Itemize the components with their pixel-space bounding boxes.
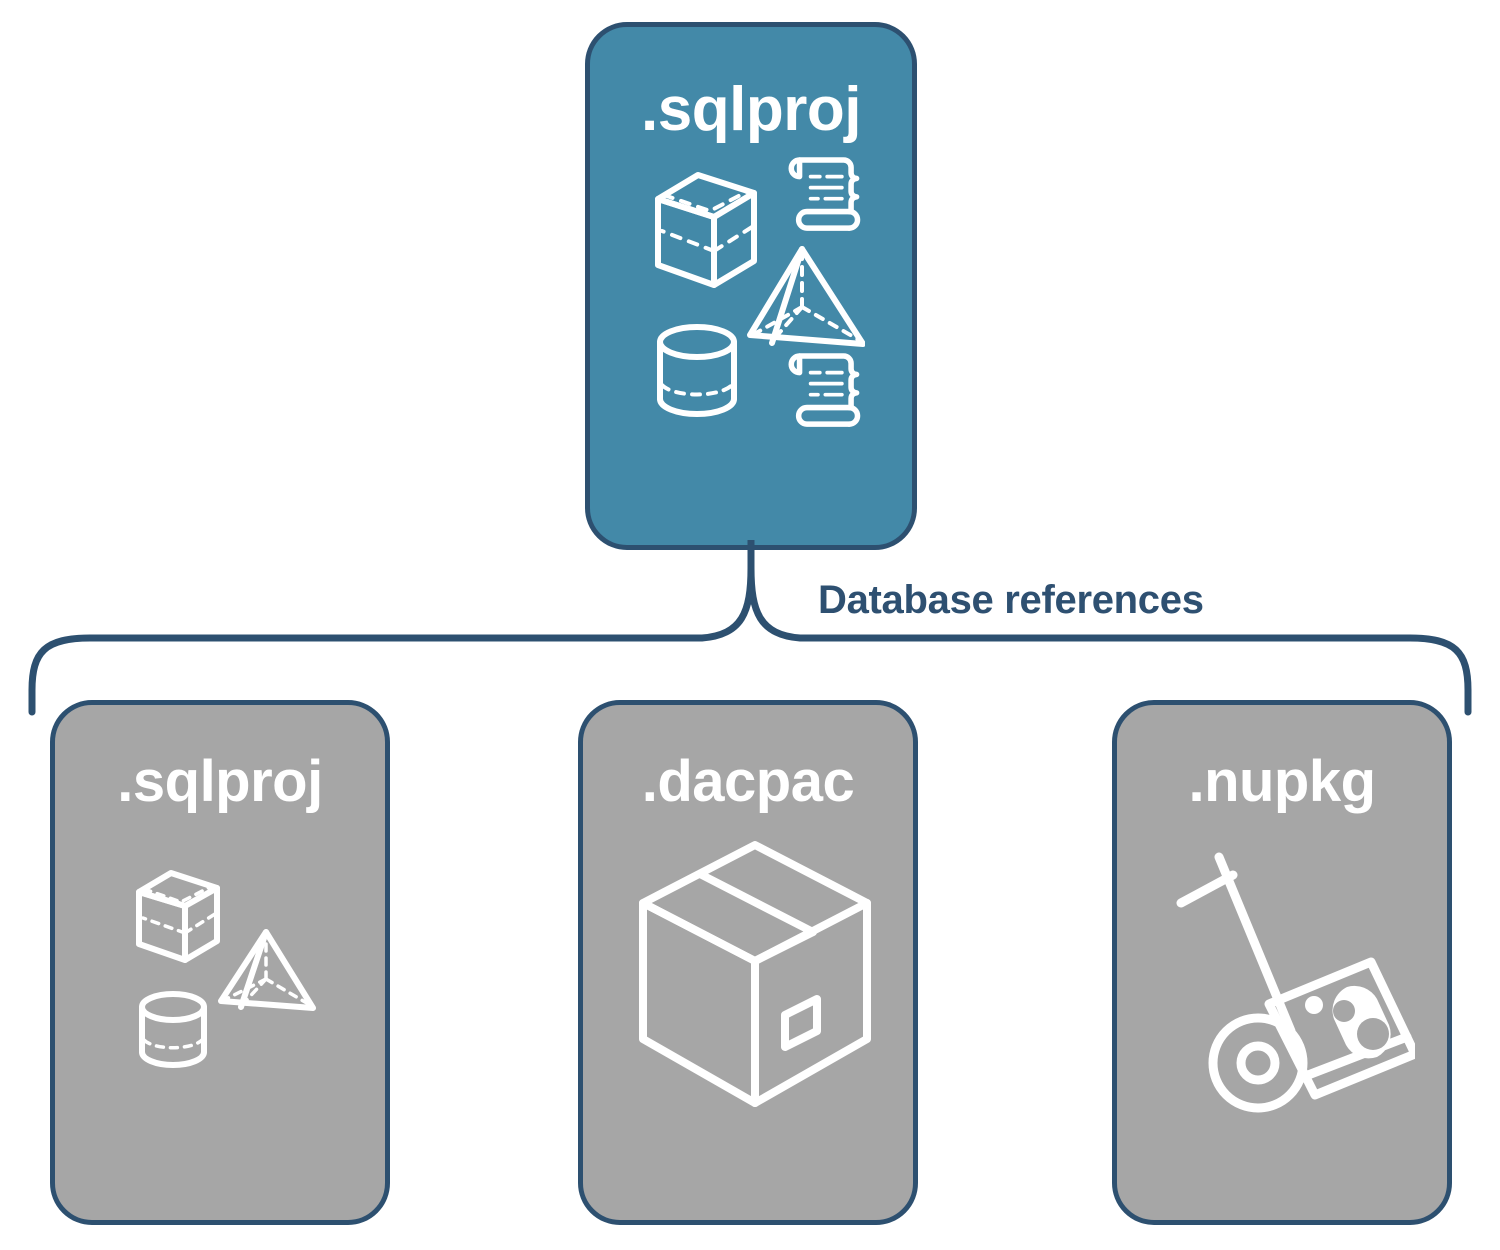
pyramid-icon xyxy=(747,246,866,347)
database-references-connector xyxy=(0,536,1500,730)
node-card-child-sqlproj[interactable]: .sqlproj xyxy=(50,700,390,1225)
child-nupkg-icon-group xyxy=(1175,845,1420,1115)
card-title: .sqlproj xyxy=(117,749,323,814)
root-icon-group xyxy=(650,157,866,432)
cube-icon xyxy=(655,172,757,288)
node-card-child-nupkg[interactable]: .nupkg xyxy=(1112,700,1452,1225)
card-title: .dacpac xyxy=(641,749,855,814)
node-card-child-dacpac[interactable]: .dacpac xyxy=(578,700,918,1225)
card-title: .sqlproj xyxy=(641,75,861,144)
hand-truck-icon xyxy=(1176,852,1420,1113)
cylinder-icon xyxy=(657,324,737,417)
scroll-icon xyxy=(788,157,861,231)
node-card-root-sqlproj[interactable]: .sqlproj xyxy=(585,22,917,550)
brace-right-arm xyxy=(747,564,1472,716)
child-dacpac-icon-group xyxy=(635,835,875,1120)
brace-left-arm xyxy=(28,564,755,716)
child-sqlproj-icon-group xyxy=(133,860,328,1080)
pyramid-icon xyxy=(218,929,316,1011)
connector-label: Database references xyxy=(818,578,1204,622)
scroll-icon xyxy=(788,353,861,427)
cylinder-icon xyxy=(139,991,207,1068)
card-title: .nupkg xyxy=(1188,749,1376,814)
package-box-icon xyxy=(639,841,871,1107)
cube-icon xyxy=(136,870,220,963)
